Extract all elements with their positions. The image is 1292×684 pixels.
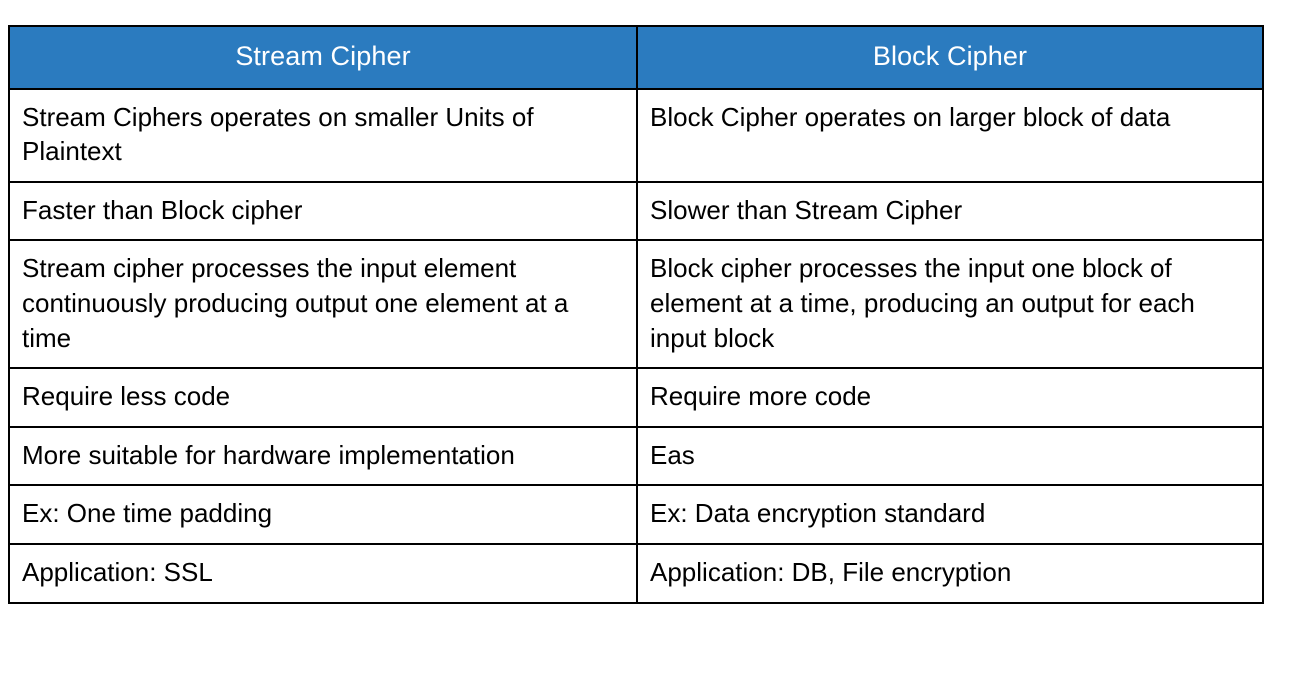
- cell-text: Block Cipher operates on larger block of…: [650, 101, 1171, 132]
- table-header-row: Stream Cipher Block Cipher: [8, 25, 1264, 90]
- table-body: Stream Ciphers operates on smaller Units…: [8, 87, 1264, 604]
- table-cell-left: Faster than Block cipher: [8, 180, 638, 242]
- cell-text: Require less code: [22, 381, 231, 412]
- cell-text: Eas: [650, 439, 695, 470]
- cipher-comparison-table: Stream Cipher Block Cipher Stream Cipher…: [8, 25, 1264, 604]
- table-cell-right: Ex: Data encryption standard: [636, 484, 1264, 545]
- cell-text: Slower than Stream Cipher: [650, 194, 963, 225]
- table-row: Require less code Require more code: [8, 367, 1264, 428]
- cell-text: Application: SSL: [22, 556, 213, 587]
- table-header: Stream Cipher Block Cipher: [8, 25, 1264, 90]
- table-cell-right: Eas: [636, 425, 1264, 487]
- table-cell-left: Stream cipher processes the input elemen…: [8, 239, 638, 370]
- table-row: Stream cipher processes the input elemen…: [8, 239, 1264, 370]
- cell-text: Ex: One time padding: [22, 498, 273, 529]
- cell-text: More suitable for hardware implementatio…: [22, 439, 515, 470]
- table-row: Application: SSL Application: DB, File e…: [8, 542, 1264, 604]
- column-header-label: Stream Cipher: [235, 41, 411, 71]
- cell-text: Require more code: [650, 381, 872, 412]
- table-cell-left: More suitable for hardware implementatio…: [8, 425, 638, 487]
- cell-text: Block cipher processes the input one blo…: [650, 253, 1195, 353]
- table-cell-right: Block cipher processes the input one blo…: [636, 239, 1264, 370]
- cell-text: Application: DB, File encryption: [650, 556, 1012, 587]
- table-cell-right: Block Cipher operates on larger block of…: [636, 87, 1264, 183]
- table-cell-right: Require more code: [636, 367, 1264, 428]
- column-header-label: Block Cipher: [872, 41, 1028, 71]
- table-cell-right: Application: DB, File encryption: [636, 542, 1264, 604]
- table-row: Faster than Block cipher Slower than Str…: [8, 180, 1264, 242]
- table-cell-left: Ex: One time padding: [8, 484, 638, 545]
- table-cell-right: Slower than Stream Cipher: [636, 180, 1264, 242]
- table-cell-left: Application: SSL: [8, 542, 638, 604]
- table-cell-left: Require less code: [8, 367, 638, 428]
- column-header-block-cipher: Block Cipher: [636, 25, 1264, 90]
- table-cell-left: Stream Ciphers operates on smaller Units…: [8, 87, 638, 183]
- cell-text: Stream cipher processes the input elemen…: [22, 253, 569, 353]
- cell-text: Ex: Data encryption standard: [650, 498, 986, 529]
- table-row: More suitable for hardware implementatio…: [8, 425, 1264, 487]
- table-row: Stream Ciphers operates on smaller Units…: [8, 87, 1264, 183]
- column-header-stream-cipher: Stream Cipher: [8, 25, 638, 90]
- cell-text: Faster than Block cipher: [22, 194, 303, 225]
- cell-text: Stream Ciphers operates on smaller Units…: [22, 101, 534, 167]
- table-row: Ex: One time padding Ex: Data encryption…: [8, 484, 1264, 545]
